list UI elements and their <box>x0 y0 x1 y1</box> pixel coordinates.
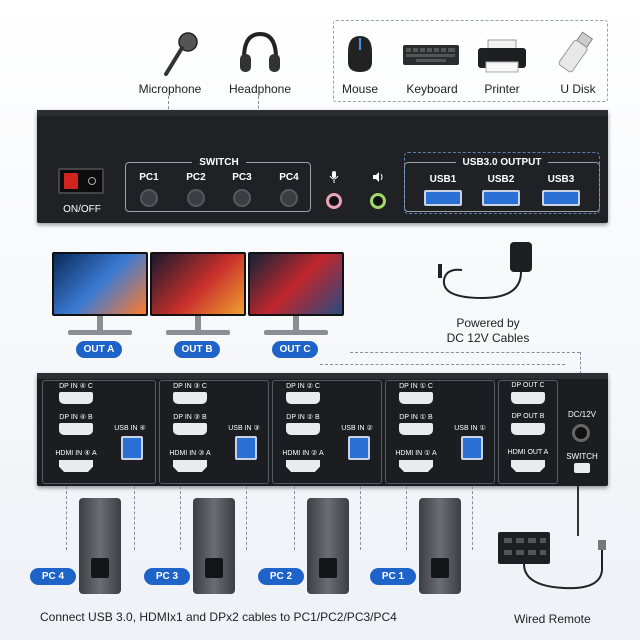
pc1-hdmi-port[interactable] <box>399 460 433 472</box>
mouse-label: Mouse <box>341 82 379 96</box>
pc2-usb-port[interactable] <box>348 436 370 460</box>
pc3-badge: PC 3 <box>144 568 190 585</box>
switch-port-label: SWITCH <box>566 452 598 461</box>
mouse-icon <box>346 34 374 74</box>
usb2-port[interactable] <box>482 190 520 206</box>
headphone-icon <box>238 28 282 78</box>
device-tray <box>333 20 608 102</box>
pc1-usb-port[interactable] <box>461 436 483 460</box>
dc-jack[interactable] <box>572 424 590 442</box>
wired-remote-icon <box>494 486 614 604</box>
mic-jack[interactable] <box>326 193 342 209</box>
speaker-icon <box>372 170 384 182</box>
pc1-tower <box>419 498 461 594</box>
pc3-usb-label: USB IN ③ <box>228 425 260 432</box>
hdmi-out-a-label: HDMI OUT A <box>507 449 549 456</box>
pc1-hdmi-label: HDMI IN ① A <box>395 450 437 457</box>
usb-disk-icon <box>556 28 596 76</box>
monitor-a <box>52 252 148 335</box>
pc1-label: PC1 <box>139 172 159 183</box>
pc1-dp-c-label: DP IN ① C <box>399 383 433 390</box>
printer-icon <box>476 38 528 74</box>
pc1-button[interactable] <box>140 189 158 207</box>
pc4-tower <box>79 498 121 594</box>
pc3-usb-port[interactable] <box>235 436 257 460</box>
mic-icon <box>329 170 339 183</box>
usb2-label: USB2 <box>487 174 515 185</box>
pc4-dp-b-label: DP IN ④ B <box>59 414 93 421</box>
pc4-dp-c-label: DP IN ④ C <box>59 383 93 390</box>
pc4-usb-label: USB IN ④ <box>114 425 146 432</box>
power-adapter-icon <box>432 240 542 306</box>
pc2-button[interactable] <box>187 189 205 207</box>
dp-out-b-port[interactable] <box>511 423 545 435</box>
dp-out-c-port[interactable] <box>511 392 545 404</box>
pc1-badge: PC 1 <box>370 568 416 585</box>
hdmi-out-a-port[interactable] <box>511 460 545 472</box>
monitor-c <box>248 252 344 335</box>
pc4-hdmi-port[interactable] <box>59 460 93 472</box>
pc2-hdmi-port[interactable] <box>286 460 320 472</box>
pc3-button[interactable] <box>233 189 251 207</box>
pc2-dp-b-port[interactable] <box>286 423 320 435</box>
power-line2: DC 12V Cables <box>446 331 530 345</box>
pc4-hdmi-label: HDMI IN ④ A <box>55 450 97 457</box>
power-switch[interactable] <box>58 168 104 194</box>
pc3-dp-b-label: DP IN ③ B <box>173 414 207 421</box>
pc1-usb-label: USB IN ① <box>454 425 486 432</box>
pc3-tower <box>193 498 235 594</box>
pc3-hdmi-label: HDMI IN ③ A <box>169 450 211 457</box>
pc4-dp-c-port[interactable] <box>59 392 93 404</box>
udisk-label: U Disk <box>560 82 596 96</box>
pc2-badge: PC 2 <box>258 568 304 585</box>
pc2-tower <box>307 498 349 594</box>
pc4-button[interactable] <box>280 189 298 207</box>
pc1-dp-b-label: DP IN ① B <box>399 414 433 421</box>
monitor-b <box>150 252 246 335</box>
remote-switch-port[interactable] <box>574 463 590 473</box>
printer-label: Printer <box>484 82 520 96</box>
usb3-port[interactable] <box>542 190 580 206</box>
keyboard-icon <box>402 44 460 66</box>
footer-caption: Connect USB 3.0, HDMIx1 and DPx2 cables … <box>40 610 397 624</box>
headphone-jack[interactable] <box>370 193 386 209</box>
pc4-label: PC4 <box>279 172 299 183</box>
usb1-label: USB1 <box>429 174 457 185</box>
pc3-hdmi-port[interactable] <box>173 460 207 472</box>
pc4-usb-port[interactable] <box>121 436 143 460</box>
pc2-hdmi-label: HDMI IN ② A <box>282 450 324 457</box>
pc2-dp-c-port[interactable] <box>286 392 320 404</box>
microphone-label: Microphone <box>138 82 202 96</box>
out-a-badge: OUT A <box>76 341 122 358</box>
pc3-dp-c-label: DP IN ③ C <box>173 383 207 390</box>
usb-output-label: USB3.0 OUTPUT <box>456 157 548 168</box>
keyboard-label: Keyboard <box>406 82 458 96</box>
pc4-badge: PC 4 <box>30 568 76 585</box>
pc1-dp-b-port[interactable] <box>399 423 433 435</box>
usb1-port[interactable] <box>424 190 462 206</box>
pc3-label: PC3 <box>232 172 252 183</box>
out-c-badge: OUT C <box>272 341 318 358</box>
pc2-dp-b-label: DP IN ② B <box>286 414 320 421</box>
pc1-dp-c-port[interactable] <box>399 392 433 404</box>
power-label: ON/OFF <box>63 204 101 215</box>
remote-label: Wired Remote <box>514 612 591 626</box>
switch-label: SWITCH <box>192 157 246 168</box>
dc-label: DC/12V <box>567 410 596 419</box>
pc2-label: PC2 <box>186 172 206 183</box>
usb3-label: USB3 <box>547 174 575 185</box>
dp-out-b-label: DP OUT B <box>511 413 545 420</box>
pc3-dp-b-port[interactable] <box>173 423 207 435</box>
headphone-label: Headphone <box>228 82 292 96</box>
microphone-icon <box>160 30 200 80</box>
pc4-dp-b-port[interactable] <box>59 423 93 435</box>
power-line1: Powered by <box>456 316 520 330</box>
pc3-dp-c-port[interactable] <box>173 392 207 404</box>
out-b-badge: OUT B <box>174 341 220 358</box>
dp-out-c-label: DP OUT C <box>511 382 545 389</box>
pc2-dp-c-label: DP IN ② C <box>286 383 320 390</box>
pc2-usb-label: USB IN ② <box>341 425 373 432</box>
